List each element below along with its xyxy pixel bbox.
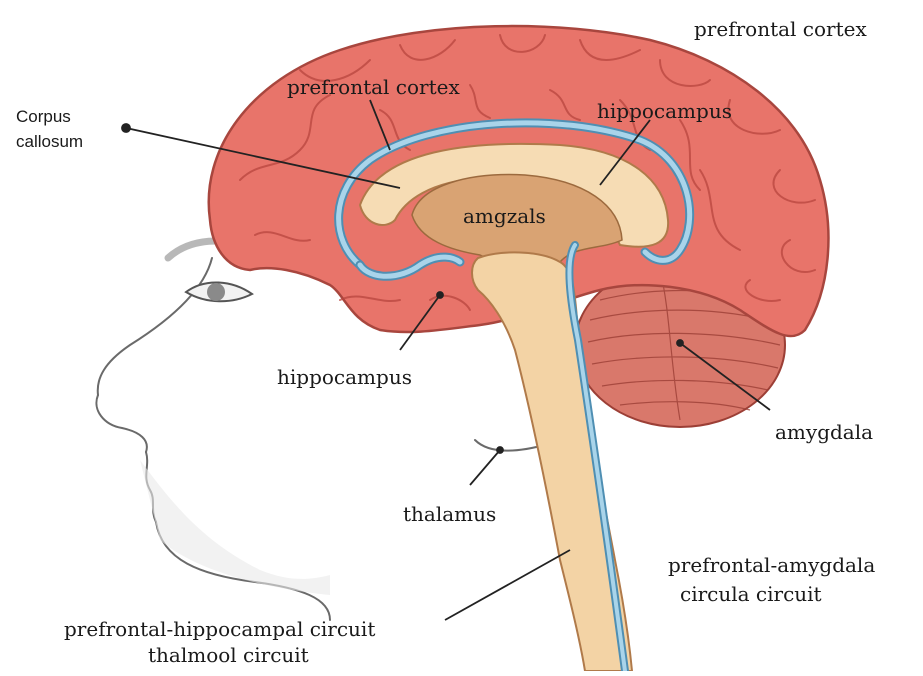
label-corpus-callosum-line2: callosum <box>16 131 83 152</box>
pointer-circuit-bottom <box>445 550 570 620</box>
eye-iris <box>207 283 225 301</box>
nose-outline <box>96 395 146 452</box>
pointer-dot-thalamus <box>497 447 503 453</box>
pointer-dot-corpus-callosum <box>122 124 130 132</box>
label-thalamus: thalamus <box>403 503 496 526</box>
label-prefrontal-hippocampal-line1: prefrontal-hippocampal circuit <box>64 618 375 641</box>
label-hippocampus-top: hippocampus <box>597 100 732 123</box>
label-amgzals: amgzals <box>463 205 546 228</box>
label-prefrontal-amygdala-line2: circula circuit <box>680 583 822 606</box>
label-prefrontal-cortex-top-right: prefrontal cortex <box>694 18 867 41</box>
label-prefrontal-hippocampal-line2: thalmool circuit <box>148 644 309 667</box>
label-amygdala: amygdala <box>775 421 873 444</box>
pointer-dot-amygdala <box>677 340 683 346</box>
face-shading <box>140 460 330 595</box>
forehead-line <box>98 258 212 395</box>
pointer-dot-hippocampus-lower <box>437 292 443 298</box>
label-prefrontal-cortex-inner: prefrontal cortex <box>287 76 460 99</box>
label-hippocampus-lower: hippocampus <box>277 366 412 389</box>
pointer-thalamus <box>470 450 500 485</box>
label-corpus-callosum-line1: Corpus <box>16 106 71 127</box>
label-prefrontal-amygdala-line1: prefrontal-amygdala <box>668 554 875 577</box>
